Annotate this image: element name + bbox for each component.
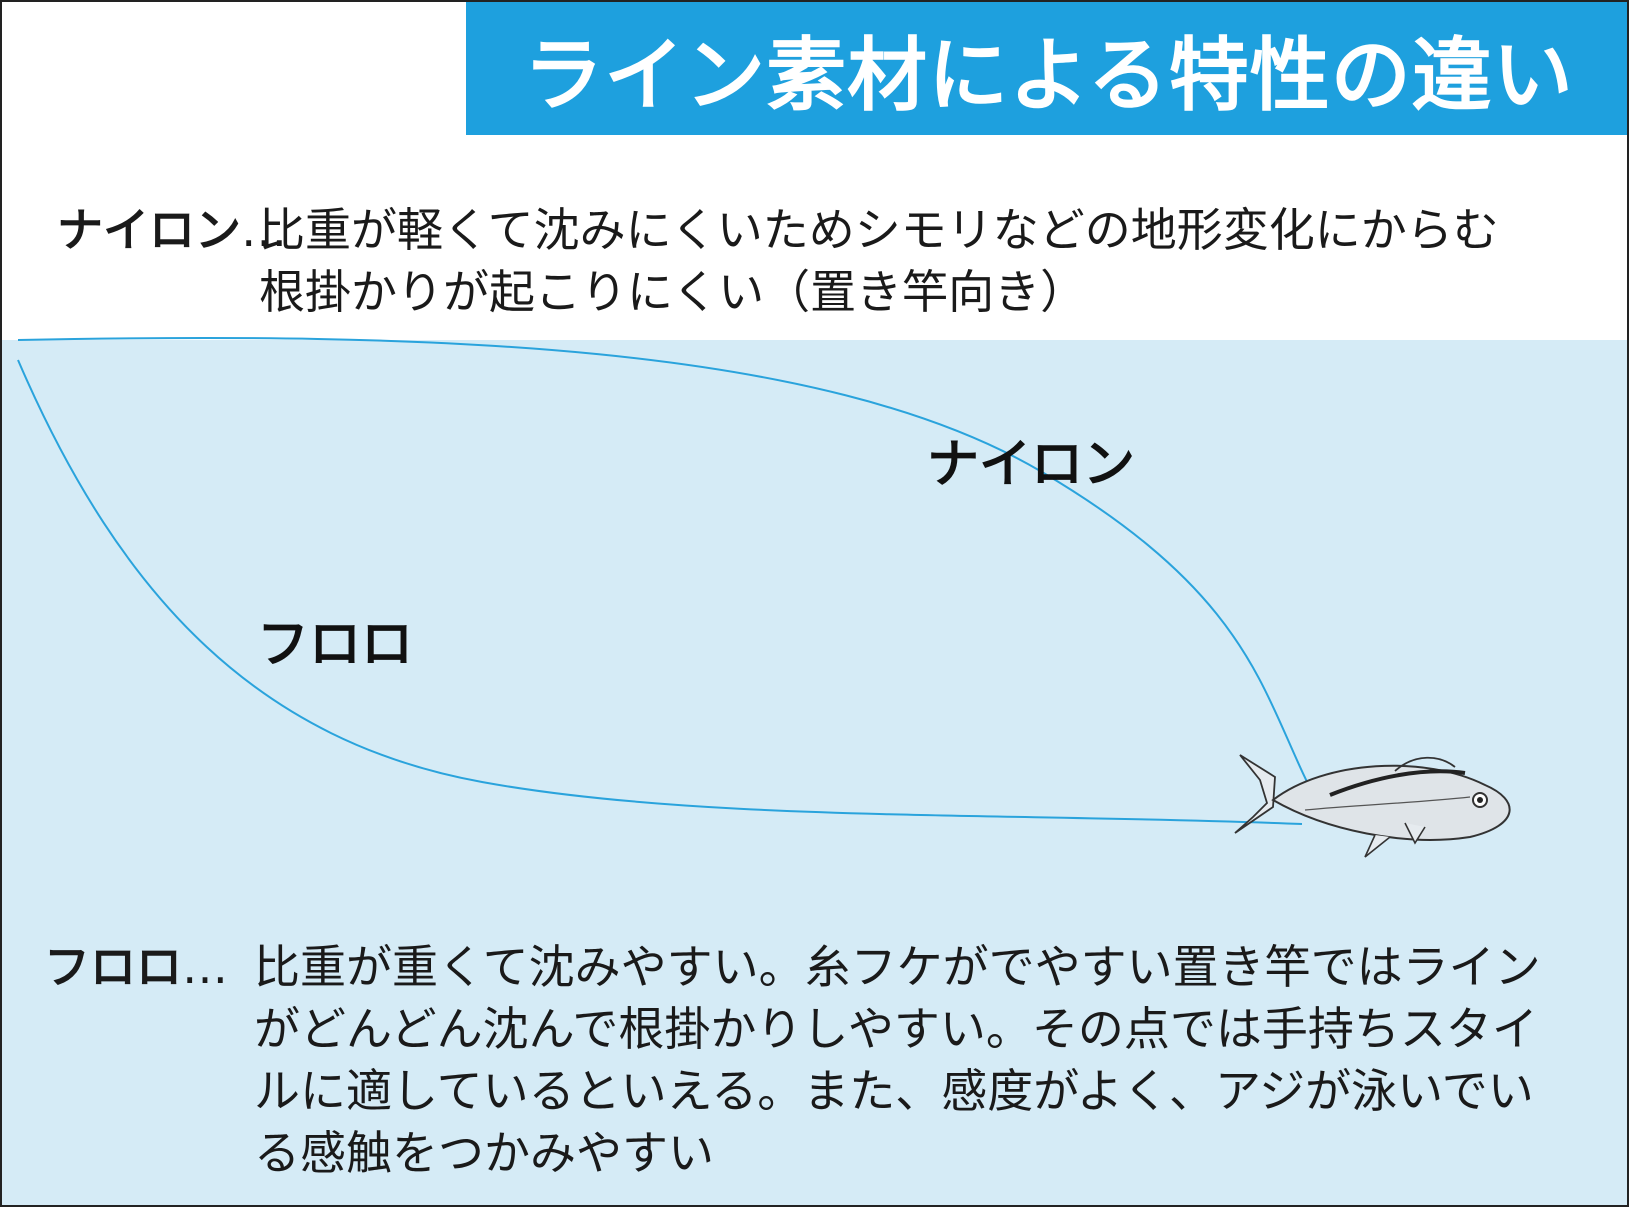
nylon-description: ナイロン… 比重が軽くて沈みにくいためシモリなどの地形変化にからむ根掛かりが起こ… <box>57 199 1597 323</box>
fluoro-term-text: フロロ <box>44 940 182 994</box>
nylon-line <box>17 336 1321 808</box>
fluoro-description: フロロ… 比重が重くて沈みやすい。糸フケがでやすい置き竿ではラインがどんどん沈ん… <box>44 936 1564 1184</box>
fluoro-term: フロロ… <box>44 936 228 1184</box>
fluoro-line-label: フロロ <box>257 615 414 675</box>
fluoro-term-dots: … <box>182 940 228 994</box>
nylon-term-dots: … <box>241 203 287 257</box>
nylon-term: ナイロン… <box>57 199 287 323</box>
nylon-description-text: 比重が軽くて沈みにくいためシモリなどの地形変化にからむ根掛かりが起こりにくい（置… <box>259 203 1499 319</box>
title-banner: ライン素材による特性の違い <box>466 2 1627 135</box>
fish-icon <box>1234 754 1511 858</box>
fluoro-description-text: 比重が重くて沈みやすい。糸フケがでやすい置き竿ではラインがどんどん沈んで根掛かり… <box>254 940 1541 1180</box>
fluoro-line <box>17 359 1303 825</box>
nylon-line-label: ナイロン <box>927 435 1136 495</box>
nylon-term-text: ナイロン <box>57 203 241 257</box>
page-title: ライン素材による特性の違い <box>523 28 1574 122</box>
